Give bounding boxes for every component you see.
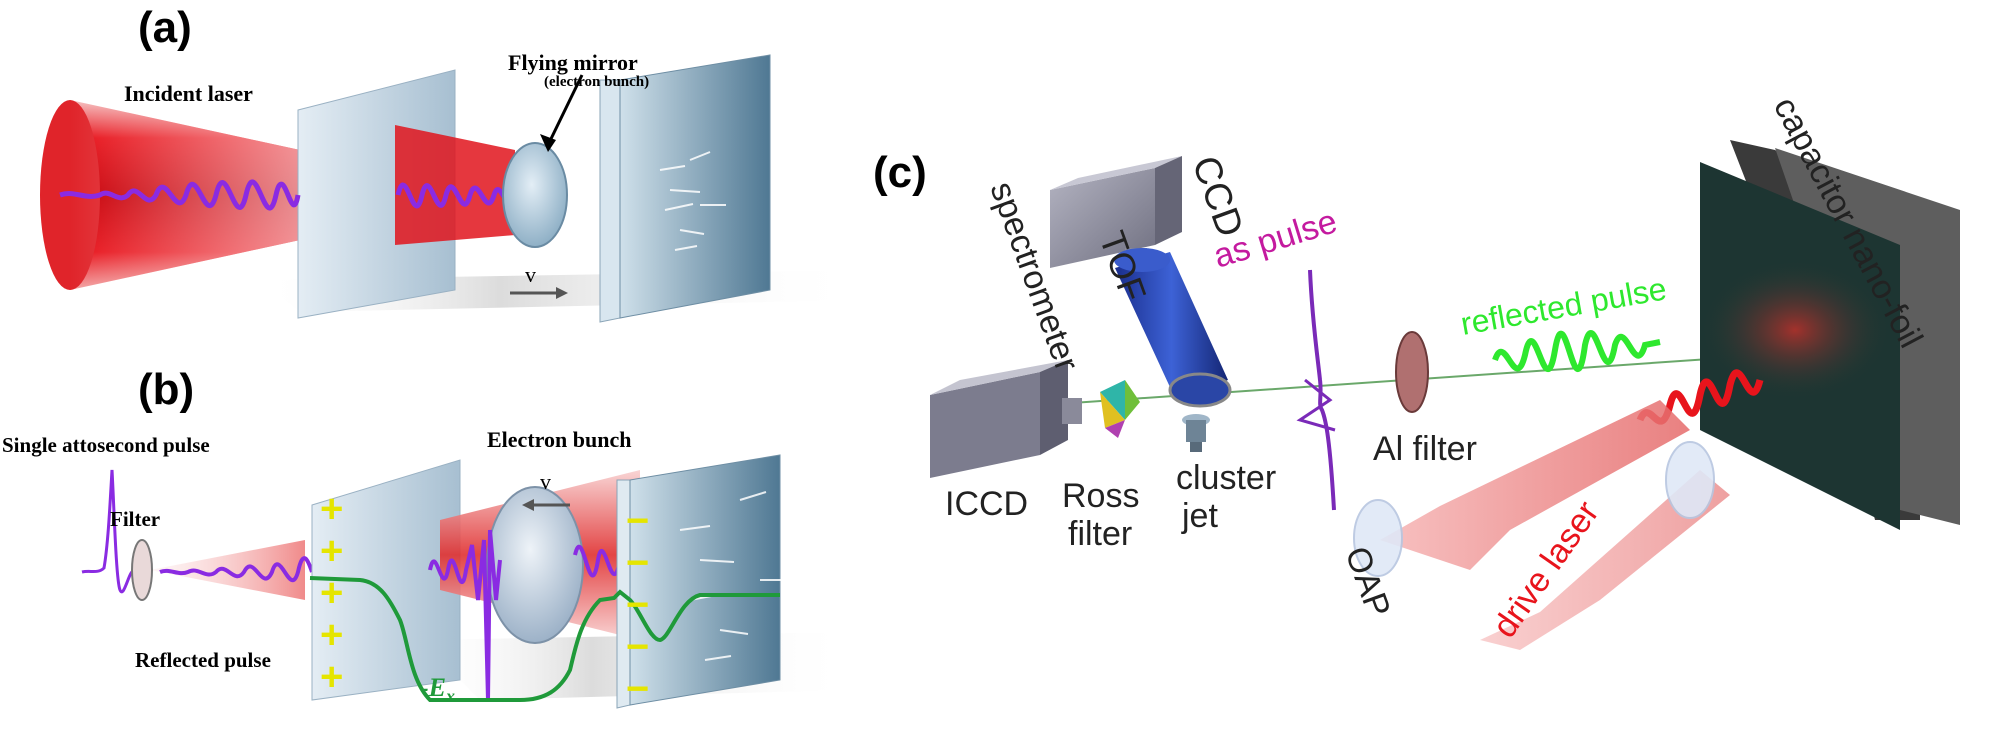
oap-mirror	[1353, 499, 1403, 577]
positive-charges: + + + + +	[320, 487, 343, 699]
foil-debris-a	[659, 151, 726, 251]
panel-b: + + + + + − − − − −	[81, 454, 850, 711]
transmitted-beam-a	[395, 125, 515, 245]
ccd-camera	[1050, 156, 1182, 268]
plus-sign: +	[320, 487, 343, 531]
drive-laser-beam	[1380, 400, 1690, 570]
field-wave-b2	[573, 544, 622, 578]
filter-label: Filter	[110, 507, 160, 531]
minus-sign: −	[626, 499, 649, 543]
flying-mirror-sublabel: (electron bunch)	[544, 74, 649, 90]
as-pulse-waveform	[1308, 269, 1336, 511]
reflected-pulse-label-b: Reflected pulse	[135, 648, 271, 672]
flying-mirror-bunch	[502, 142, 568, 248]
panel-a	[40, 54, 860, 323]
ross-filter-wheel	[1100, 380, 1140, 438]
oap-mirror-2	[1665, 441, 1715, 519]
as-pulse-waveform-2	[1296, 378, 1336, 432]
plus-sign: +	[320, 655, 343, 699]
velocity-label-a: v	[525, 262, 536, 287]
velocity-label-b: v	[540, 469, 551, 494]
flying-mirror-label: Flying mirror	[508, 50, 638, 75]
panel-c	[930, 140, 1960, 650]
foil-plate-b2-face	[629, 454, 781, 706]
attosecond-pulse-b	[81, 469, 140, 594]
tof-tube	[1114, 248, 1232, 408]
cluster-jet-nozzle	[1182, 414, 1210, 452]
minus-sign: −	[626, 541, 649, 585]
ross-label-line2: filter	[1068, 515, 1132, 553]
field-wave-b	[428, 529, 502, 701]
velocity-arrow-b-head	[522, 499, 534, 511]
laser-pulse-wave-a	[59, 179, 301, 211]
plus-sign: +	[320, 529, 343, 573]
ross-label-line1: Ross	[1062, 477, 1139, 515]
reflected-wave-a	[395, 182, 515, 209]
mirror-pointer-arrow	[546, 74, 584, 146]
field-label-sub: x	[445, 686, 455, 706]
single-attosecond-pulse-label: Single attosecond pulse	[2, 433, 210, 457]
negative-charges: − − − − −	[626, 499, 649, 711]
incident-laser-label: Incident laser	[124, 81, 253, 106]
minus-sign: −	[626, 625, 649, 669]
electron-bunch-label: Electron bunch	[487, 427, 631, 452]
reflected-pulse-wave-b	[159, 556, 314, 583]
plus-sign: +	[320, 571, 343, 615]
electron-bunch-b	[486, 486, 584, 644]
foil-plate-b1	[311, 459, 461, 701]
electric-field-curve	[309, 576, 780, 702]
cluster-label-line1: cluster	[1176, 459, 1276, 497]
iccd-detector	[930, 360, 1082, 478]
panel-b-tag: (b)	[138, 365, 194, 414]
al-filter-label: Al filter	[1373, 430, 1477, 468]
minus-sign: −	[626, 583, 649, 627]
foil-plate-a2-face	[619, 54, 771, 319]
drive-laser-beam-2	[1480, 470, 1730, 650]
velocity-arrow-a-head	[556, 287, 568, 299]
mirror-pointer-head	[540, 134, 556, 152]
reflected-pulse-label-c: reflected pulse	[1458, 270, 1669, 342]
foil-plate-a2-front	[599, 79, 621, 323]
filter-optic-b	[131, 539, 153, 601]
minus-sign: −	[626, 667, 649, 711]
plus-sign: +	[320, 613, 343, 657]
panel-c-tag: (c)	[873, 148, 927, 197]
panel-a-tag: (a)	[138, 3, 192, 52]
cluster-label-line2: jet	[1181, 497, 1218, 535]
iccd-label: ICCD	[945, 485, 1028, 523]
field-label: -Ex	[420, 673, 455, 706]
capacitor-nano-foil	[1700, 140, 1960, 530]
al-filter-optic	[1395, 331, 1429, 413]
reflected-pulse-c	[1492, 330, 1661, 373]
field-label-main: -E	[420, 673, 446, 702]
